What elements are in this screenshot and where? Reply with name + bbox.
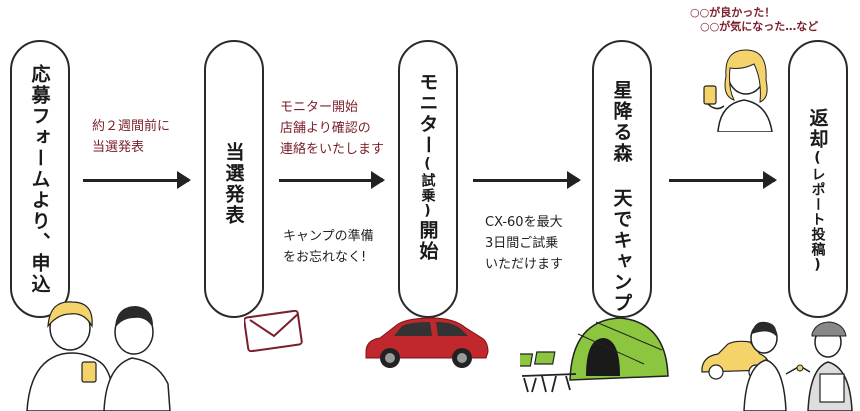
tent-illustration bbox=[520, 317, 669, 393]
arrow-4 bbox=[669, 171, 777, 189]
note-test-drive: CX-60を最大 3日間ご試乗 いただけます bbox=[485, 215, 564, 272]
note-announcement: 約２週間前に 当選発表 bbox=[92, 119, 171, 155]
arrow-3 bbox=[473, 171, 581, 189]
car-illustration bbox=[365, 317, 489, 368]
step-announcement-label: 当選発表 bbox=[222, 142, 245, 226]
couple-illustration bbox=[26, 301, 171, 411]
arrow-2 bbox=[279, 171, 385, 189]
step-monitor-label: モニター(試乗)開始 bbox=[415, 72, 442, 262]
step-camping: 星降る森 天でキャンプ bbox=[592, 40, 652, 318]
note-camp-prep: キャンプの準備 をお忘れなく! bbox=[283, 229, 374, 265]
step-monitor-main: モニター bbox=[416, 72, 439, 156]
step-monitor-main2: 開始 bbox=[416, 220, 439, 262]
envelope-icon bbox=[244, 310, 303, 352]
step-return-label: 返却(レポート投稿) bbox=[805, 108, 832, 274]
note-contact: モニター開始 店舗より確認の 連絡をいたします bbox=[280, 100, 385, 157]
step-apply-label: 応募フォームより、申込 bbox=[28, 64, 51, 295]
step-monitor-start: モニター(試乗)開始 bbox=[398, 40, 458, 318]
feedback-bubble: ○○が良かった！ ○○が気になった…など bbox=[690, 6, 819, 33]
woman-phone-illustration bbox=[703, 49, 773, 132]
arrow-1 bbox=[83, 171, 191, 189]
step-return-sub: (レポート投稿) bbox=[809, 150, 826, 274]
step-camping-label: 星降る森 天でキャンプ bbox=[610, 80, 633, 314]
step-apply: 応募フォームより、申込 bbox=[10, 40, 70, 318]
step-monitor-sub: (試乗) bbox=[419, 156, 436, 220]
step-return: 返却(レポート投稿) bbox=[788, 40, 848, 318]
return-scene-illustration bbox=[701, 321, 853, 411]
step-return-main: 返却 bbox=[806, 108, 829, 150]
step-announcement: 当選発表 bbox=[204, 40, 264, 318]
